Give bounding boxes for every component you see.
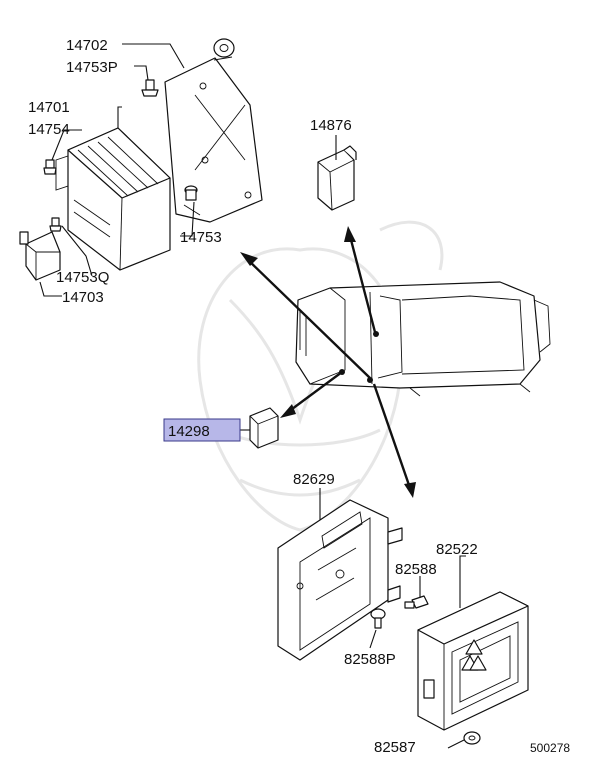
label-14876[interactable]: 14876 [310,117,352,134]
bracket-14702[interactable] [164,38,263,223]
label-82522[interactable]: 82522 [436,541,478,558]
vehicle-outline [295,281,551,397]
ecu-82522[interactable] [417,591,529,731]
label-82588P[interactable]: 82588P [344,651,396,668]
diagram-id: 500278 [530,741,570,755]
location-arrows [240,226,416,498]
callouts: 14702 14753P 14701 14754 14753 14753Q 14… [28,37,570,756]
leader-lines [39,43,466,749]
bracket-82629[interactable] [277,499,403,661]
bolt-82588[interactable] [404,595,429,609]
relay-14298[interactable] [249,407,279,449]
label-14298[interactable]: 14298 [168,423,210,440]
label-14702[interactable]: 14702 [66,37,108,54]
relay-14703[interactable] [19,231,61,281]
label-14753[interactable]: 14753 [180,229,222,246]
screw-82587[interactable] [463,731,481,745]
highlight-box-14298 [163,418,241,442]
bolt-14753[interactable] [183,185,201,216]
screw-14753Q[interactable] [49,217,62,232]
label-82588[interactable]: 82588 [395,561,437,578]
label-14754[interactable]: 14754 [28,121,70,138]
label-82587[interactable]: 82587 [374,739,416,756]
bolt-14753P[interactable] [141,79,159,97]
bolt-82588P[interactable] [370,608,386,629]
label-82629[interactable]: 82629 [293,471,335,488]
label-14753P[interactable]: 14753P [66,59,118,76]
label-14703[interactable]: 14703 [62,289,104,306]
relay-14876[interactable] [317,145,357,211]
screw-14754[interactable] [43,159,57,175]
control-module-14701[interactable] [55,127,171,271]
label-14753Q[interactable]: 14753Q [56,269,109,286]
label-14701[interactable]: 14701 [28,99,70,116]
